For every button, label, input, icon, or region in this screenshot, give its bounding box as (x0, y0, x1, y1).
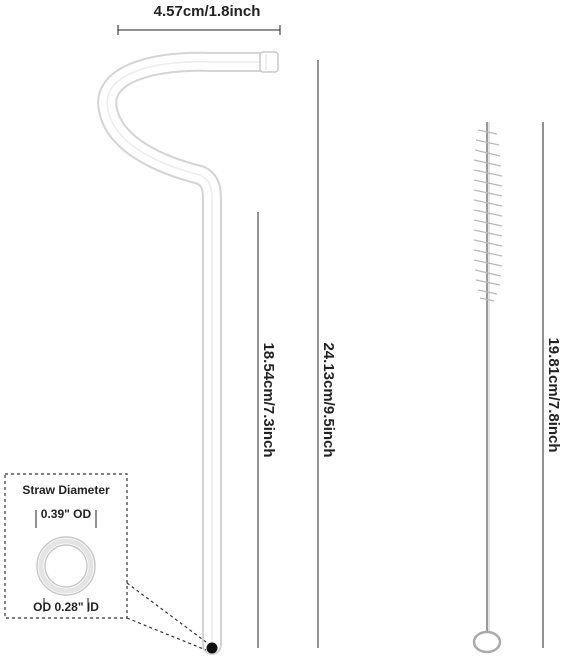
straw-tip-marker (206, 642, 218, 654)
glass-straw (97, 51, 279, 655)
straw-cross-section-wall (38, 538, 94, 594)
straight-length-label: 18.54cm/7.3inch (260, 342, 277, 457)
outer-diameter-label: 0.39" OD (41, 507, 92, 521)
total-length-label: 24.13cm/9.5inch (320, 342, 337, 457)
brush-length-label: 19.81cm/7.8inch (545, 337, 562, 452)
brush-loop-handle (472, 630, 502, 654)
cleaning-brush (472, 122, 503, 654)
straw-diameter-callout: Straw Diameter 0.39" OD OD 0.28" ID (4, 473, 128, 619)
inner-diameter-label: OD 0.28" ID (33, 600, 99, 614)
total-length-dimension: 24.13cm/9.5inch (317, 60, 337, 648)
top-width-label: 4.57cm/1.8inch (154, 3, 261, 20)
straight-length-dimension: 18.54cm/7.3inch (257, 212, 277, 648)
diameter-box-title: Straw Diameter (22, 483, 110, 497)
top-width-dimension: 4.57cm/1.8inch (117, 3, 281, 35)
callout-leader-lines (126, 582, 207, 651)
brush-length-dimension: 19.81cm/7.8inch (542, 122, 562, 648)
brush-bristles (473, 129, 503, 302)
straw-top-opening (259, 51, 279, 73)
straw-cross-section-inner (44, 544, 88, 588)
